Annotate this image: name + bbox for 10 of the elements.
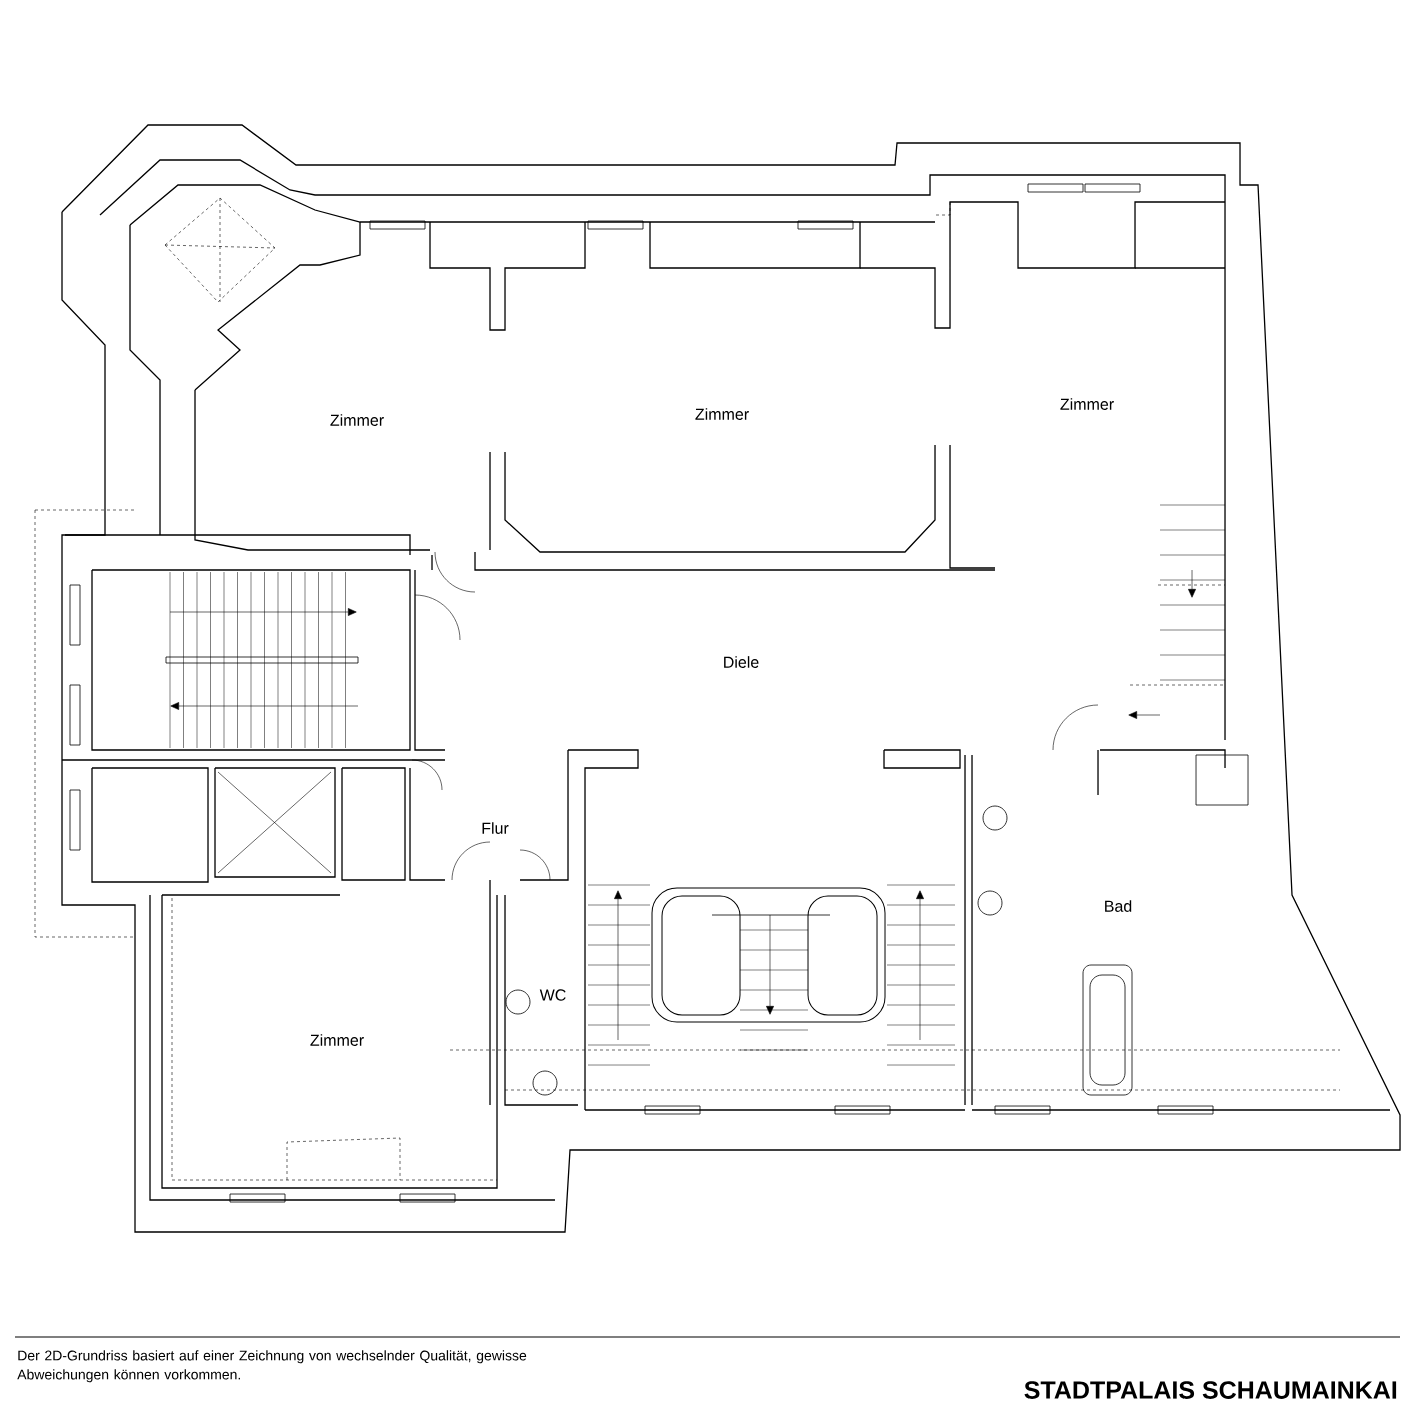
disclaimer-note: Der 2D-Grundriss basiert auf einer Zeichnung von wechselnder Qualität, gewisse Abweichungen können vorkommen. [17, 1350, 527, 1383]
room-label: Bad [1105, 900, 1132, 912]
room-label: Diele [724, 656, 759, 668]
room-label: Zimmer [330, 414, 384, 426]
room-label: Zimmer [310, 1034, 364, 1046]
room-label: WC [539, 989, 566, 1001]
title: STADTPALAIS SCHAUMAINKAI [1024, 1381, 1397, 1399]
room-label: Zimmer [1060, 398, 1114, 410]
room-label: Flur [482, 822, 509, 834]
room-label: Zimmer [695, 408, 749, 420]
